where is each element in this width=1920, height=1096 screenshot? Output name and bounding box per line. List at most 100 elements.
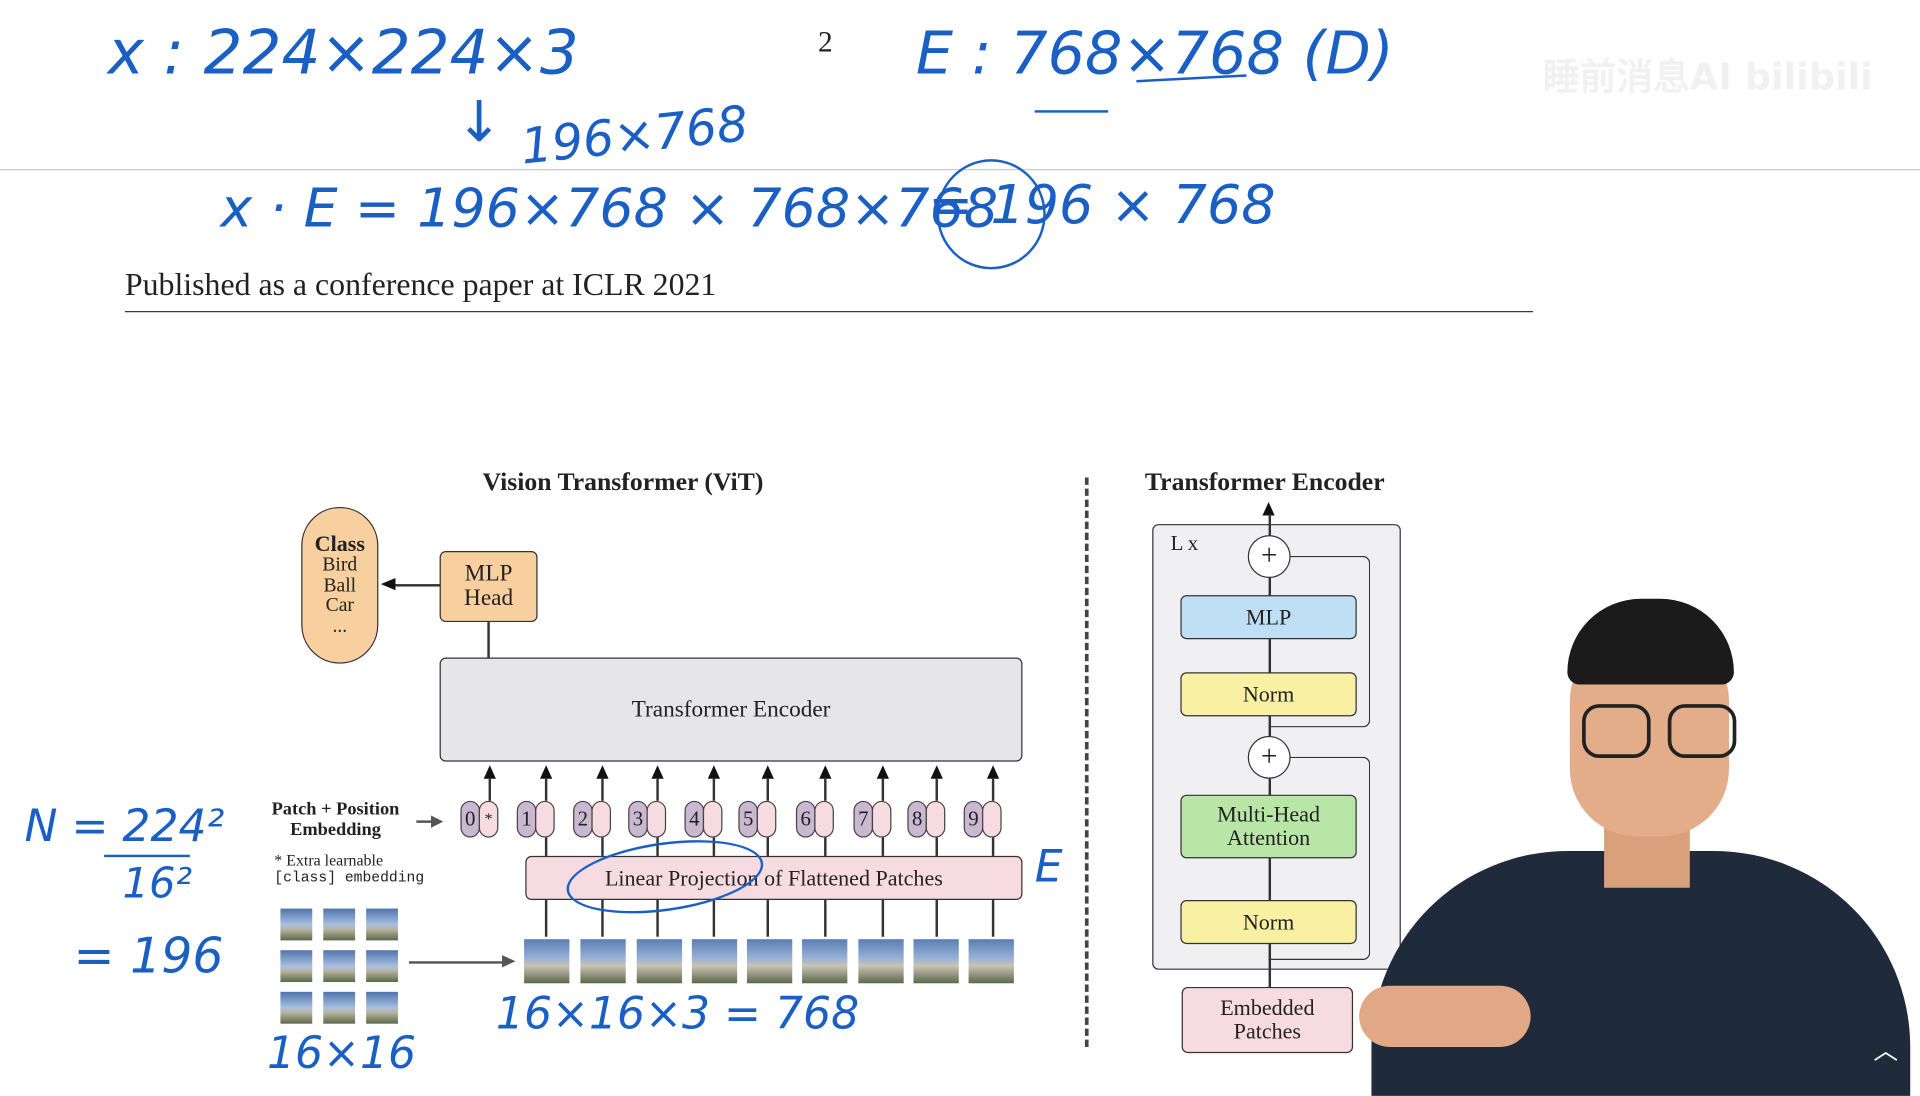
input-image-patch xyxy=(323,908,356,941)
connector xyxy=(656,837,659,856)
connector xyxy=(824,837,826,856)
token-index: 8 xyxy=(907,800,927,838)
hw-underline xyxy=(1034,110,1109,113)
norm-label: Norm xyxy=(1242,681,1295,706)
image-patch xyxy=(858,939,904,984)
position-token: 1 xyxy=(516,800,556,838)
token-index: 9 xyxy=(963,800,984,838)
connector xyxy=(656,900,659,937)
token-arrow-line xyxy=(881,778,884,801)
token-index: 0 xyxy=(460,800,481,838)
hw-n-top: N = 224² xyxy=(24,802,225,853)
token-index: 5 xyxy=(738,800,758,838)
patch-embedding xyxy=(982,800,1002,838)
arrow-left-icon xyxy=(380,577,396,591)
norm-box-top: Norm xyxy=(1180,672,1357,717)
presenter xyxy=(1286,594,1920,1096)
connector xyxy=(766,900,769,937)
hw-circle xyxy=(936,159,1046,270)
token-arrow-line xyxy=(935,778,938,801)
mlp-label: MLP xyxy=(1245,604,1292,629)
hw-ellipse xyxy=(561,828,768,925)
patch-embedding xyxy=(925,800,946,838)
presenter-body xyxy=(1371,851,1911,1096)
image-patch xyxy=(691,939,738,984)
input-image-patch xyxy=(366,950,398,983)
connector xyxy=(487,622,490,659)
plus-circle-bottom: + xyxy=(1247,735,1291,779)
image-patch xyxy=(913,939,959,984)
token-arrow-line xyxy=(766,778,769,801)
token-index: 2 xyxy=(573,800,593,838)
position-token: 8 xyxy=(907,800,946,838)
patch-embedding: * xyxy=(478,800,499,838)
extra-note-2: [class] embedding xyxy=(274,869,425,887)
input-image-patch xyxy=(323,950,356,983)
connector xyxy=(935,837,938,856)
connector xyxy=(712,900,715,937)
token-arrow-line xyxy=(656,778,659,801)
connector xyxy=(991,900,994,937)
plus-circle-top: + xyxy=(1247,535,1291,578)
hw-patches-dims: 196×768 xyxy=(518,95,751,176)
token-index: 4 xyxy=(684,800,705,838)
embedding-label: Patch + Position Embedding xyxy=(271,799,400,840)
page-number: 2 xyxy=(817,26,833,59)
head-arrow-line xyxy=(394,584,441,586)
hw-patch-size: 16×16×3 = 768 xyxy=(495,989,860,1040)
mlp-box: MLP xyxy=(1180,595,1357,640)
connector xyxy=(991,837,994,856)
scroll-up-icon[interactable]: ︿ xyxy=(1873,1035,1898,1066)
arrow-up-icon xyxy=(876,765,889,779)
repeat-label: L x xyxy=(1170,531,1199,555)
arrow-up-icon xyxy=(819,765,832,779)
attention-label: Multi-Head Attention xyxy=(1217,802,1320,850)
hw-fraction-bar xyxy=(104,854,190,858)
token-arrow-line xyxy=(824,778,826,801)
hw-n-bottom: 16² xyxy=(122,859,193,909)
patch-embedding xyxy=(646,800,667,838)
token-index: 7 xyxy=(853,800,874,838)
position-token: 9 xyxy=(963,800,1003,838)
arrow-up-icon xyxy=(761,765,774,779)
connector xyxy=(824,900,826,937)
plus-label: + xyxy=(1260,740,1278,773)
arrow-right-icon xyxy=(416,820,434,823)
input-image-patch xyxy=(323,991,356,1024)
arrow-up-icon xyxy=(483,765,496,779)
position-token: 4 xyxy=(684,800,723,838)
class-item: Ball xyxy=(323,575,357,596)
input-image-patch xyxy=(280,908,313,941)
image-patch xyxy=(968,939,1014,984)
token-arrow-line xyxy=(712,778,715,801)
connector xyxy=(935,900,938,937)
encoder-label: Transformer Encoder xyxy=(631,696,831,722)
arrow-line xyxy=(408,961,507,964)
linear-projection-box: Linear Projection of Flattened Patches xyxy=(525,855,1023,901)
hw-arrow-down: ↓ xyxy=(455,88,503,155)
connector xyxy=(881,837,884,856)
arrow-up-icon xyxy=(651,765,664,779)
token-arrow-line xyxy=(601,778,604,801)
arrow-up-icon xyxy=(596,765,609,779)
position-token: 3 xyxy=(628,800,667,838)
connector xyxy=(712,837,715,856)
class-box: Class Bird Ball Car ... xyxy=(301,506,379,664)
patch-embedding xyxy=(591,800,612,838)
connector xyxy=(544,900,547,937)
hw-grid-label: 16×16 xyxy=(266,1028,417,1079)
position-token: 0* xyxy=(460,800,499,838)
extra-note: * Extra learnable xyxy=(274,851,384,870)
norm-label: Norm xyxy=(1242,909,1295,934)
arrow-up-icon xyxy=(1262,502,1275,516)
class-item: Car xyxy=(325,595,354,617)
input-image-patch xyxy=(366,908,398,941)
connector xyxy=(766,837,769,856)
input-image-patch xyxy=(366,991,398,1024)
input-image-patch xyxy=(280,950,313,983)
hw-n-result: = 196 xyxy=(73,928,224,985)
connector xyxy=(881,900,884,937)
arrow-up-icon xyxy=(930,765,943,779)
header-rule xyxy=(124,311,1534,313)
